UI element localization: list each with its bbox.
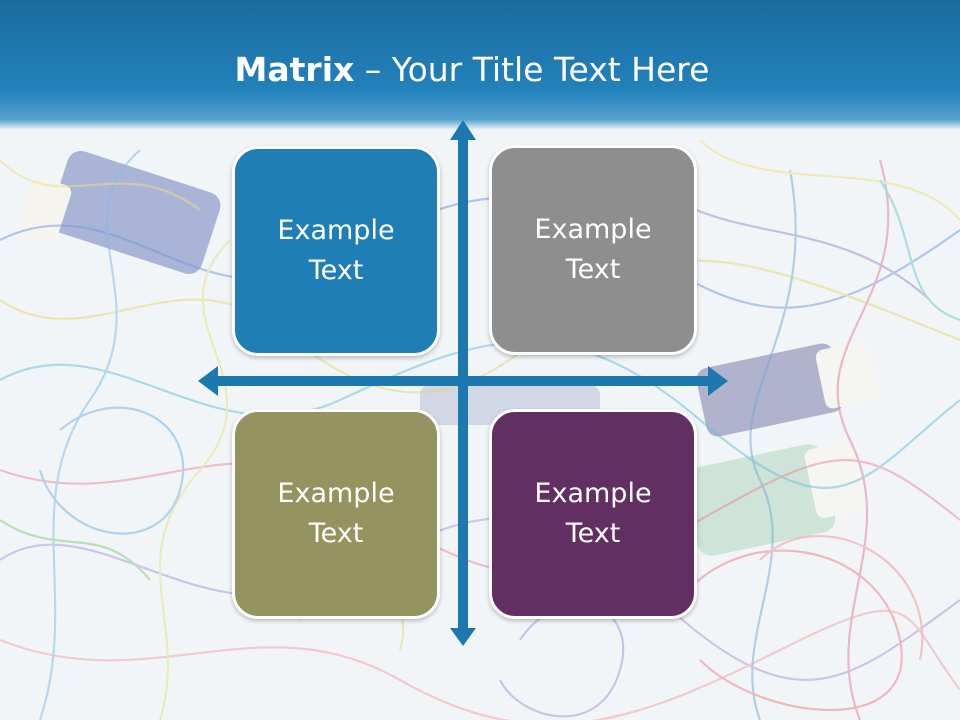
quadrant-top-left[interactable]: Example Text (232, 146, 440, 356)
quadrant-top-left-label: Example Text (277, 215, 395, 286)
quadrant-bottom-left-label: Example Text (277, 478, 395, 549)
slide-title: Matrix – Your Title Text Here (0, 48, 944, 92)
quadrant-bottom-right[interactable]: Example Text (489, 409, 697, 619)
quadrant-top-right-label: Example Text (534, 214, 652, 285)
quadrant-top-right[interactable]: Example Text (489, 145, 697, 355)
title-rest-part: – Your Title Text Here (354, 50, 710, 89)
title-bold-part: Matrix (234, 50, 355, 89)
horizontal-axis-arrow (198, 366, 728, 396)
quadrant-bottom-left[interactable]: Example Text (232, 409, 440, 619)
title-bar (0, 0, 960, 130)
quadrant-bottom-right-label: Example Text (534, 478, 652, 549)
